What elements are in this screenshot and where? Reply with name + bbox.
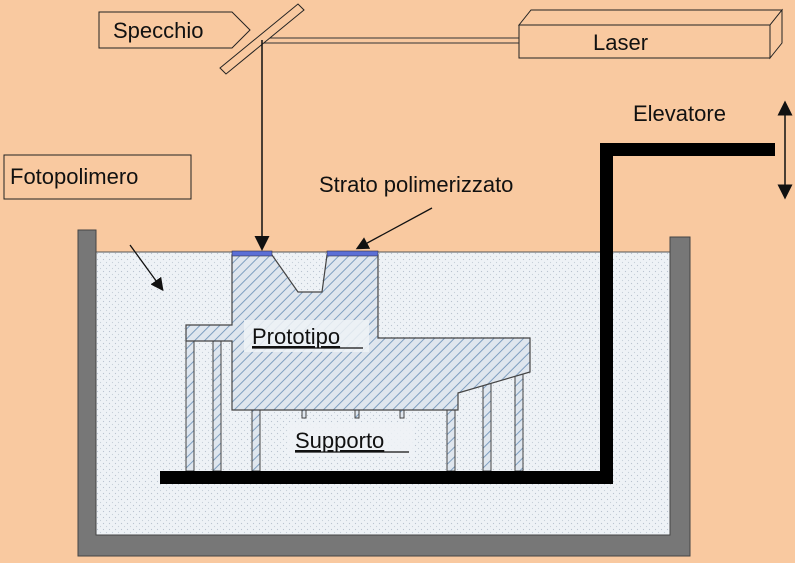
- cured-layer-segment: [326, 250, 379, 257]
- support-column: [301, 409, 307, 419]
- photopolymer-pointer: [129, 244, 164, 292]
- support-label-bg: [288, 424, 413, 456]
- photopolymer-label: Fotopolimero: [10, 164, 138, 189]
- elevator-label: Elevatore: [633, 101, 726, 126]
- laser-label: Laser: [593, 30, 648, 55]
- cured-layer-pointer: [355, 207, 433, 250]
- cured-layer-segment: [231, 250, 273, 257]
- mirror-label: Specchio: [113, 18, 204, 43]
- support-column: [514, 371, 524, 472]
- support-column: [446, 409, 456, 472]
- support-column: [251, 409, 261, 472]
- prototype-label-bg: [244, 320, 369, 352]
- laser-source: [517, 8, 784, 60]
- support-column: [354, 409, 360, 419]
- support-column: [482, 381, 492, 472]
- support-column: [185, 340, 195, 472]
- support-label: Supporto: [295, 428, 384, 453]
- mirror: [219, 3, 305, 75]
- support-column: [212, 340, 222, 472]
- mirror-label-box: [98, 11, 251, 49]
- support-column: [399, 409, 405, 419]
- photopolymer-label-box: [3, 154, 192, 200]
- prototype-label: Prototipo: [252, 324, 340, 349]
- cured-layer-label: Strato polimerizzato: [319, 172, 513, 197]
- resin-tank: [77, 229, 691, 557]
